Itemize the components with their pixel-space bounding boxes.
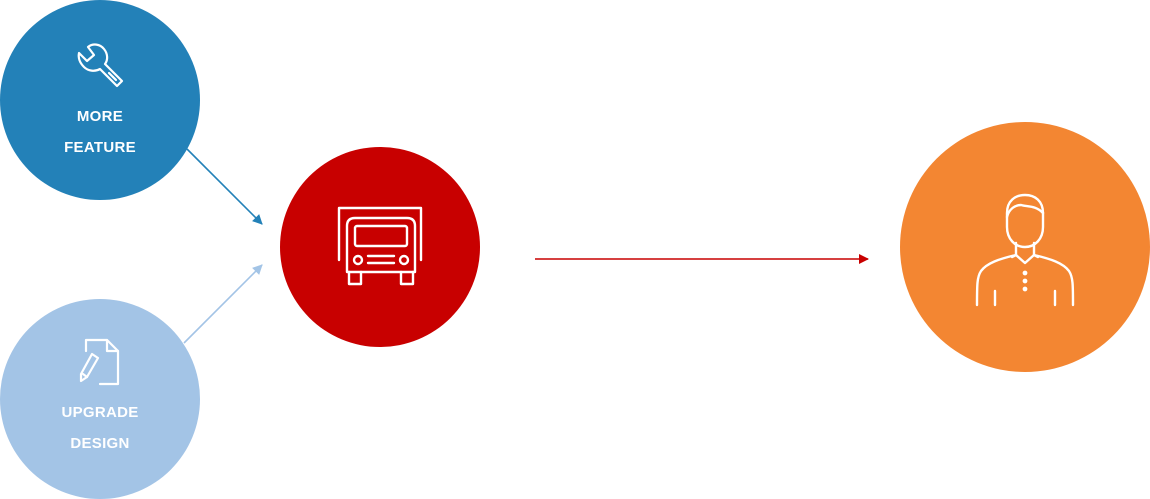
label-line: MORE [76, 108, 124, 125]
node-person [900, 122, 1150, 372]
label-line: FEATURE [64, 139, 136, 156]
truck-icon [335, 202, 425, 292]
node-more-feature: MORE FEATURE [0, 0, 200, 200]
node-label: UPGRADE DESIGN [61, 397, 138, 459]
arrow-design-to-truck [183, 264, 263, 344]
wrench-icon [69, 33, 131, 95]
person-icon [969, 187, 1081, 307]
node-upgrade-design: UPGRADE DESIGN [0, 299, 200, 499]
node-label: MORE FEATURE [64, 101, 136, 163]
document-pencil-icon [76, 337, 124, 391]
label-line: DESIGN [70, 435, 130, 452]
arrow-feature-to-truck [186, 148, 263, 225]
node-truck [280, 147, 480, 347]
label-line: UPGRADE [61, 404, 139, 421]
